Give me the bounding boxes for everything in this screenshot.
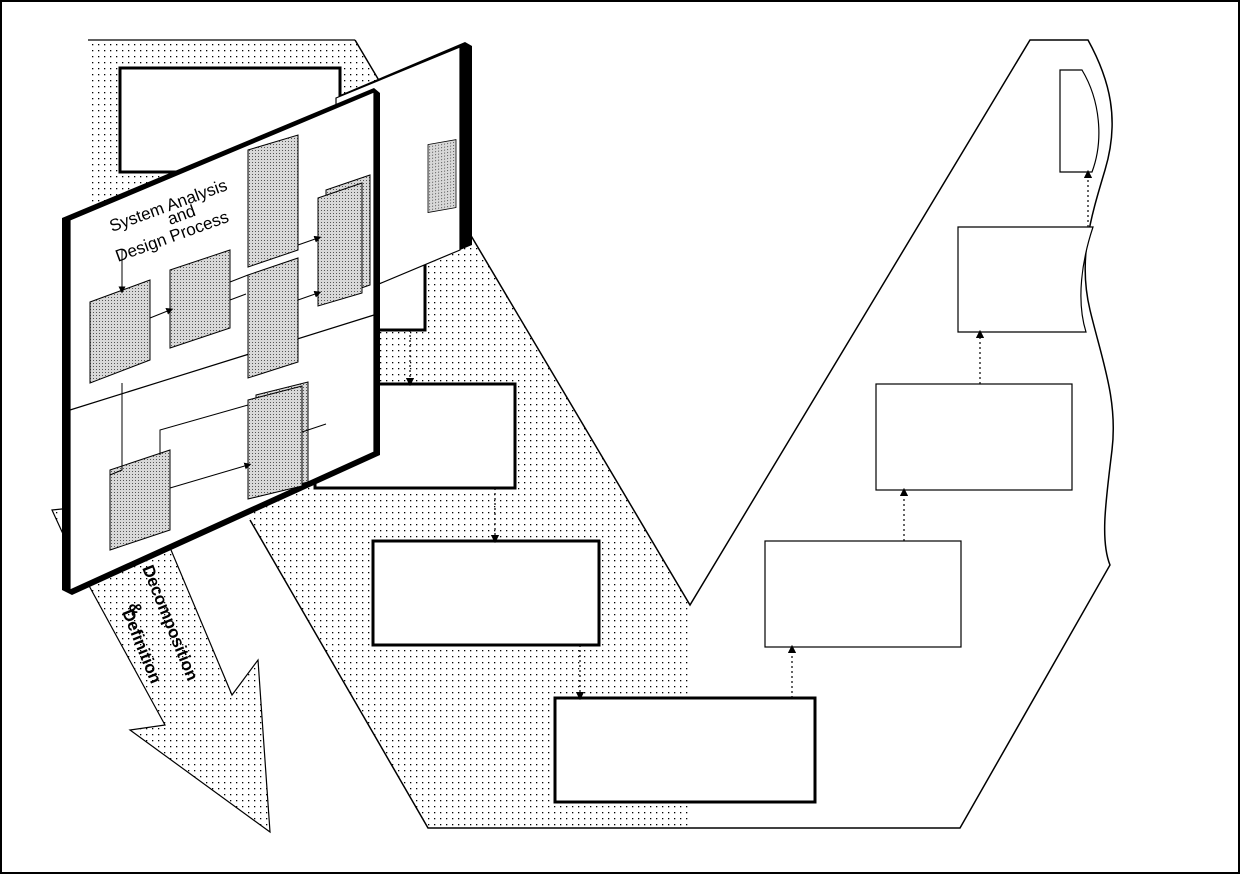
panel-block-6 [247,385,303,500]
integration-boxes [764,69,1100,648]
panel-block-3 [247,134,299,268]
right-box-1 [764,540,962,648]
panel-block-4 [247,257,299,379]
panel-block-5 [109,449,171,551]
v-outline [249,39,1115,829]
right-box-2 [875,383,1073,491]
decomposition-arrow-shape [51,499,271,834]
right-box-3 [957,226,1094,333]
panel-block-1 [89,279,151,384]
process-panel: System Analysis and Design Process [62,88,380,595]
panel-connectors [109,235,327,489]
panel-block-2 [169,249,231,349]
panel-block-stack-front [317,182,363,307]
dotted-connectors [405,169,1093,701]
right-box-4 [1059,69,1100,173]
panel-divider [69,314,375,411]
left-box-4 [371,539,601,647]
decomposition-arrow: Decomposition & Definition [51,499,271,834]
bottom-box [553,696,817,804]
